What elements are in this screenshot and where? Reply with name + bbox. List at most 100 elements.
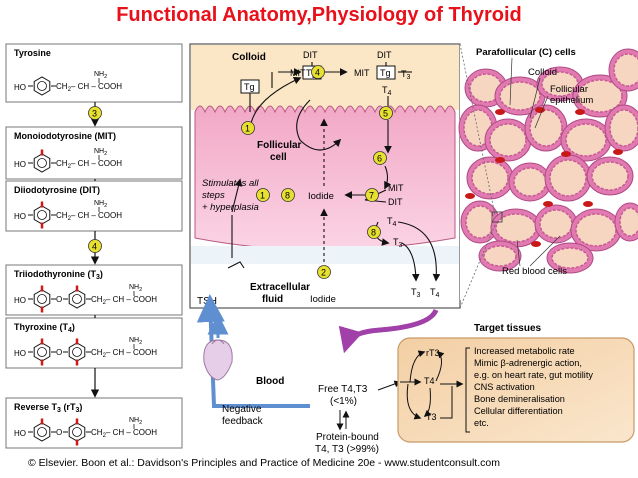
negative-feedback-label-1: Negative	[222, 404, 262, 415]
benzene-ring	[33, 153, 51, 173]
follicular-cell-label-2: cell	[270, 152, 287, 163]
cell-step-1-0-label: 1	[245, 124, 250, 134]
stimulates-label-2: steps	[202, 190, 225, 201]
follicle-20	[546, 242, 594, 274]
effect-item-2: e.g. on heart rate, gut motility	[474, 370, 593, 380]
ether-oxygen: O	[56, 295, 62, 304]
follicle-2	[536, 66, 584, 102]
cell-step-7-5-label: 7	[369, 191, 374, 201]
amine-label: NH2	[94, 148, 107, 157]
side-chain-label: CH2– CH – COOH	[56, 82, 122, 93]
parafollicular-label: Parafollicular (C) cells	[476, 47, 576, 58]
step-3-marker-label: 3	[92, 109, 97, 119]
colloid-label: Colloid	[232, 52, 266, 63]
t3-box: Triiodothyronine (T3) HO O CH2– CH – COOH NH…	[5, 264, 183, 316]
follicle-8	[560, 118, 612, 162]
follicular-cell-panel	[189, 43, 461, 309]
histology-colloid-label: Colloid	[528, 67, 557, 78]
tsh-label: TSH	[197, 296, 217, 307]
follicle-10	[466, 156, 514, 200]
ether-oxygen: O	[56, 348, 62, 357]
page-title: Functional Anatomy,Physiology of Thyroid	[116, 4, 522, 26]
side-chain-label: CH2– CH – COOH	[91, 295, 157, 306]
extracellular-label-1: Extracellular	[250, 282, 310, 293]
follicle-4	[608, 48, 638, 92]
red-blood-cell-0	[495, 109, 505, 115]
follicle-6	[484, 118, 532, 162]
cell-step-7-5	[365, 188, 379, 202]
compound-name: Reverse T3 (rT3)	[14, 402, 82, 414]
negative-feedback-arrow	[196, 294, 310, 408]
benzene-ring	[33, 76, 51, 96]
mit-cell-label: MIT	[388, 183, 404, 193]
iodide-cell-label: Iodide	[308, 191, 334, 202]
follicle-13	[586, 156, 634, 196]
follicle-14	[460, 200, 500, 244]
effect-item-6: etc.	[474, 418, 489, 428]
hydroxyl-label: HO	[14, 296, 26, 305]
cell-step-4-2-label: 4	[315, 68, 320, 78]
follicle-16	[534, 204, 578, 244]
stimulates-label-3: + hyperplasia	[202, 202, 259, 213]
hydroxyl-label: HO	[14, 160, 26, 169]
red-blood-cell-6	[583, 201, 593, 207]
stimulates-label-1: Stimulates all	[202, 178, 259, 189]
t3-colloid-label: T3	[401, 69, 411, 81]
side-chain-label: CH2– CH – COOH	[91, 428, 157, 439]
cell-step-8-6-label: 8	[371, 228, 376, 238]
free-hormone-label-2: (<1%)	[330, 396, 357, 407]
effect-item-4: Bone demineralisation	[474, 394, 565, 404]
cell-step-2-1-label: 2	[321, 268, 326, 278]
iodide-ecf-label: Iodide	[310, 294, 336, 305]
ether-oxygen: O	[56, 428, 62, 437]
target-tissues-label: Target tissues	[474, 323, 541, 334]
follicle-19	[478, 240, 522, 272]
t4-cell-label: T4	[387, 216, 397, 228]
extracellular-label-2: fluid	[262, 294, 283, 305]
t4-target-label: T4	[424, 376, 435, 386]
circulation-panel: Blood Negative feedback Free T4,T3 (<1%)…	[196, 294, 635, 455]
compound-name: Tyrosine	[14, 48, 51, 58]
compound-name: Triiodothyronine (T3)	[14, 269, 103, 281]
red-blood-cell-4	[561, 151, 571, 157]
red-blood-cell-5	[543, 201, 553, 207]
dit-label-2: DIT	[377, 50, 392, 60]
cell-arrows	[227, 62, 441, 282]
hydroxyl-label: HO	[14, 349, 26, 358]
follicle-3	[572, 74, 628, 118]
benzene-ring	[33, 422, 51, 442]
free-hormone-label-1: Free T4,T3	[318, 384, 368, 395]
negative-feedback-label-2: feedback	[222, 416, 264, 427]
cell-step-5-3-label: 5	[383, 109, 388, 119]
amine-label: NH2	[129, 284, 142, 293]
t4-box-frame	[5, 317, 183, 369]
colloid-area	[191, 45, 459, 110]
follicle-17	[570, 208, 622, 252]
red-blood-cell-3	[495, 157, 505, 163]
hydroxyl-label: HO	[14, 83, 26, 92]
dit-cell-label: DIT	[388, 197, 403, 207]
amine-label: NH2	[94, 71, 107, 80]
side-chain-label: CH2– CH – COOH	[91, 348, 157, 359]
epithelium-label-2: epithelium	[550, 95, 593, 106]
follicle-11	[508, 162, 552, 202]
cell-step-1-7-label: 1	[260, 191, 265, 201]
compound-name: Diiodotyrosine (DIT)	[14, 185, 100, 195]
hydroxyl-label: HO	[14, 429, 26, 438]
cell-step-8-8-label: 8	[285, 191, 290, 201]
hydroxyl-label: HO	[14, 212, 26, 221]
tg-label-cell: Tg	[244, 82, 255, 92]
blood-label: Blood	[256, 376, 284, 387]
protein-bound-label-2: T4, T3 (>99%)	[315, 444, 379, 455]
cell-step-4-2	[311, 65, 325, 79]
cell-step-1-7	[256, 188, 270, 202]
cell-step-5-3	[379, 106, 393, 120]
rbc-label: Red blood cells	[502, 266, 567, 277]
t3-cell-label: T3	[393, 237, 403, 249]
